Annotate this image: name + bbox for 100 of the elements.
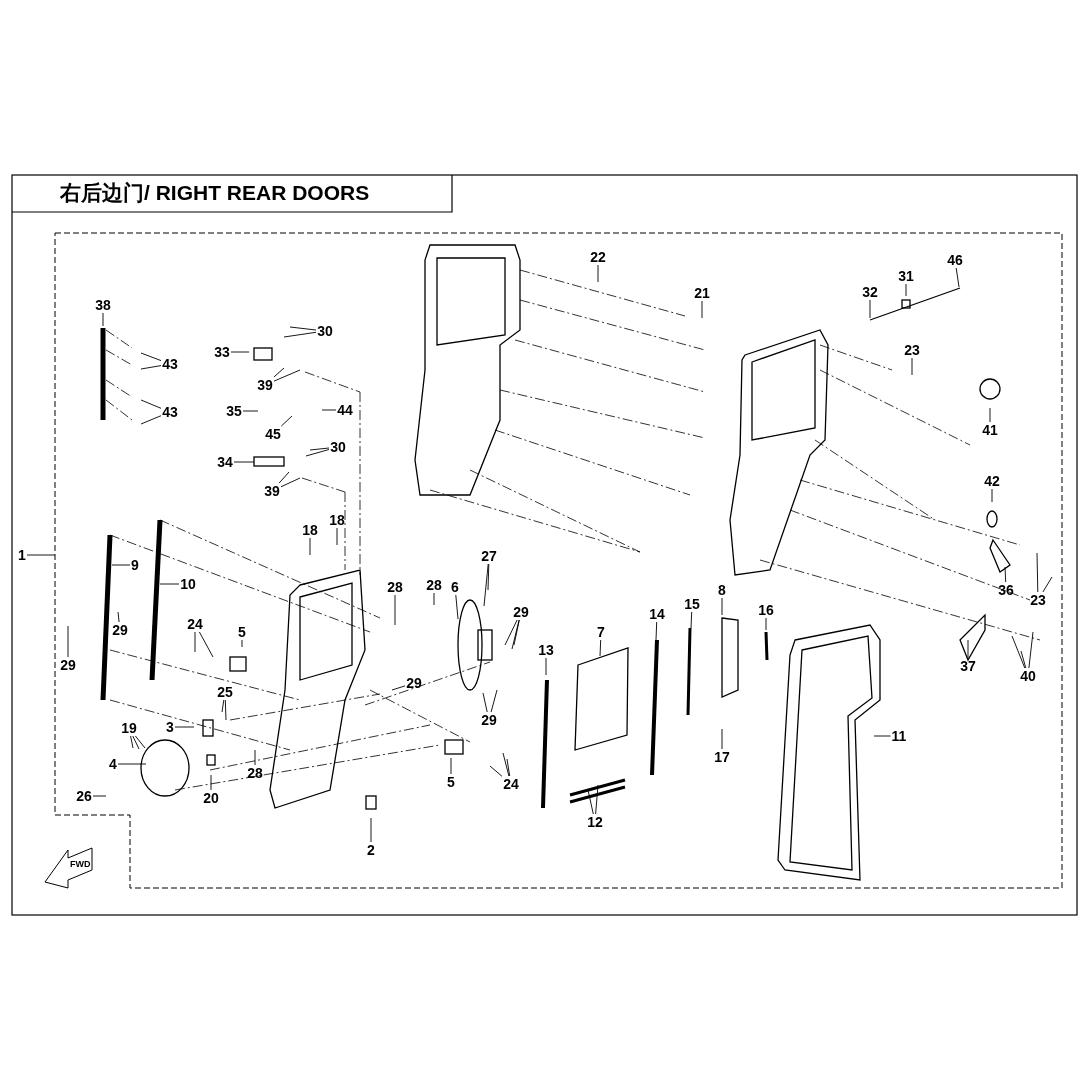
callout-number: 43 xyxy=(161,356,179,372)
leader-line xyxy=(283,331,317,338)
callout-number: 7 xyxy=(596,624,606,640)
leader-line xyxy=(873,735,891,737)
leader-line xyxy=(595,784,599,815)
leader-line xyxy=(280,415,293,427)
leader-line xyxy=(911,357,913,376)
leader-line xyxy=(511,619,520,650)
callout-number: 4 xyxy=(108,756,118,772)
leader-line xyxy=(278,471,290,484)
leader-line xyxy=(111,564,131,566)
leader-line xyxy=(502,752,510,777)
callout-number: 29 xyxy=(59,657,77,673)
leader-line xyxy=(955,267,960,288)
callout-number: 10 xyxy=(179,576,197,592)
leader-line xyxy=(506,758,511,777)
callout-number: 25 xyxy=(216,684,234,700)
leader-line xyxy=(1011,635,1026,669)
callout-number: 22 xyxy=(589,249,607,265)
leader-line xyxy=(655,621,658,641)
callout-number: 31 xyxy=(897,268,915,284)
leader-line xyxy=(102,312,104,327)
callout-number: 26 xyxy=(75,788,93,804)
callout-number: 46 xyxy=(946,252,964,268)
callout-number: 28 xyxy=(425,577,443,593)
callout-number: 29 xyxy=(480,712,498,728)
leader-line xyxy=(450,757,452,775)
leader-line xyxy=(1028,631,1034,669)
leader-line xyxy=(721,597,723,616)
leader-line xyxy=(273,367,285,378)
leader-line xyxy=(26,554,56,556)
leader-line xyxy=(140,352,162,362)
leader-line xyxy=(967,639,969,659)
leader-line xyxy=(370,817,372,843)
leader-line xyxy=(336,527,338,546)
leader-line xyxy=(280,477,301,488)
callout-number: 43 xyxy=(161,404,179,420)
leader-line xyxy=(230,351,250,353)
leader-line xyxy=(273,369,301,382)
leader-line xyxy=(490,689,498,713)
callout-number: 39 xyxy=(256,377,274,393)
leader-line xyxy=(487,563,490,591)
callout-number: 28 xyxy=(246,765,264,781)
callout-number: 27 xyxy=(480,548,498,564)
direction-label: FWD xyxy=(70,859,91,869)
leader-line xyxy=(134,735,146,749)
callout-number: 18 xyxy=(328,512,346,528)
callout-number: 34 xyxy=(216,454,234,470)
callout-number: 23 xyxy=(903,342,921,358)
leader-line xyxy=(489,765,503,777)
leader-line xyxy=(765,617,767,631)
leader-line xyxy=(117,611,120,623)
leader-line xyxy=(117,763,147,765)
callout-number: 17 xyxy=(713,749,731,765)
leader-line xyxy=(721,728,723,750)
callout-number: 20 xyxy=(202,790,220,806)
callout-number: 28 xyxy=(386,579,404,595)
callout-number: 2 xyxy=(366,842,376,858)
leader-line xyxy=(991,488,993,503)
callout-number: 36 xyxy=(997,582,1015,598)
leader-line xyxy=(224,699,227,721)
leader-line xyxy=(305,449,330,457)
leader-line xyxy=(242,410,259,412)
callout-number: 23 xyxy=(1029,592,1047,608)
callout-number: 6 xyxy=(450,579,460,595)
callout-number: 29 xyxy=(405,675,423,691)
callout-number: 19 xyxy=(120,720,138,736)
leader-line xyxy=(309,537,311,556)
callout-number: 39 xyxy=(263,483,281,499)
leader-line xyxy=(140,399,162,409)
callout-number: 30 xyxy=(316,323,334,339)
leader-line xyxy=(92,795,107,797)
leader-line xyxy=(905,283,907,297)
callout-number: 45 xyxy=(264,426,282,442)
leader-line xyxy=(67,625,69,658)
leader-line xyxy=(433,592,435,606)
leader-line xyxy=(1004,566,1007,583)
callout-number: 30 xyxy=(329,439,347,455)
leader-line xyxy=(690,611,693,629)
callout-number: 21 xyxy=(693,285,711,301)
leader-line xyxy=(1020,650,1027,669)
callout-number: 38 xyxy=(94,297,112,313)
leader-line xyxy=(210,774,212,791)
leader-line xyxy=(221,699,225,713)
leader-line xyxy=(241,639,243,648)
leader-line xyxy=(599,639,602,657)
callout-number: 8 xyxy=(717,582,727,598)
callout-number: 14 xyxy=(648,606,666,622)
callout-number: 5 xyxy=(237,624,247,640)
leader-line xyxy=(869,299,871,319)
callout-number: 33 xyxy=(213,344,231,360)
callout-number: 32 xyxy=(861,284,879,300)
callout-number: 35 xyxy=(225,403,243,419)
leader-line xyxy=(394,594,396,626)
callout-number: 29 xyxy=(512,604,530,620)
leader-line xyxy=(309,447,330,451)
callout-number: 37 xyxy=(959,658,977,674)
leader-line xyxy=(289,326,317,331)
title: 右后边门/ RIGHT REAR DOORS xyxy=(60,180,370,206)
leader-line xyxy=(1042,576,1053,593)
